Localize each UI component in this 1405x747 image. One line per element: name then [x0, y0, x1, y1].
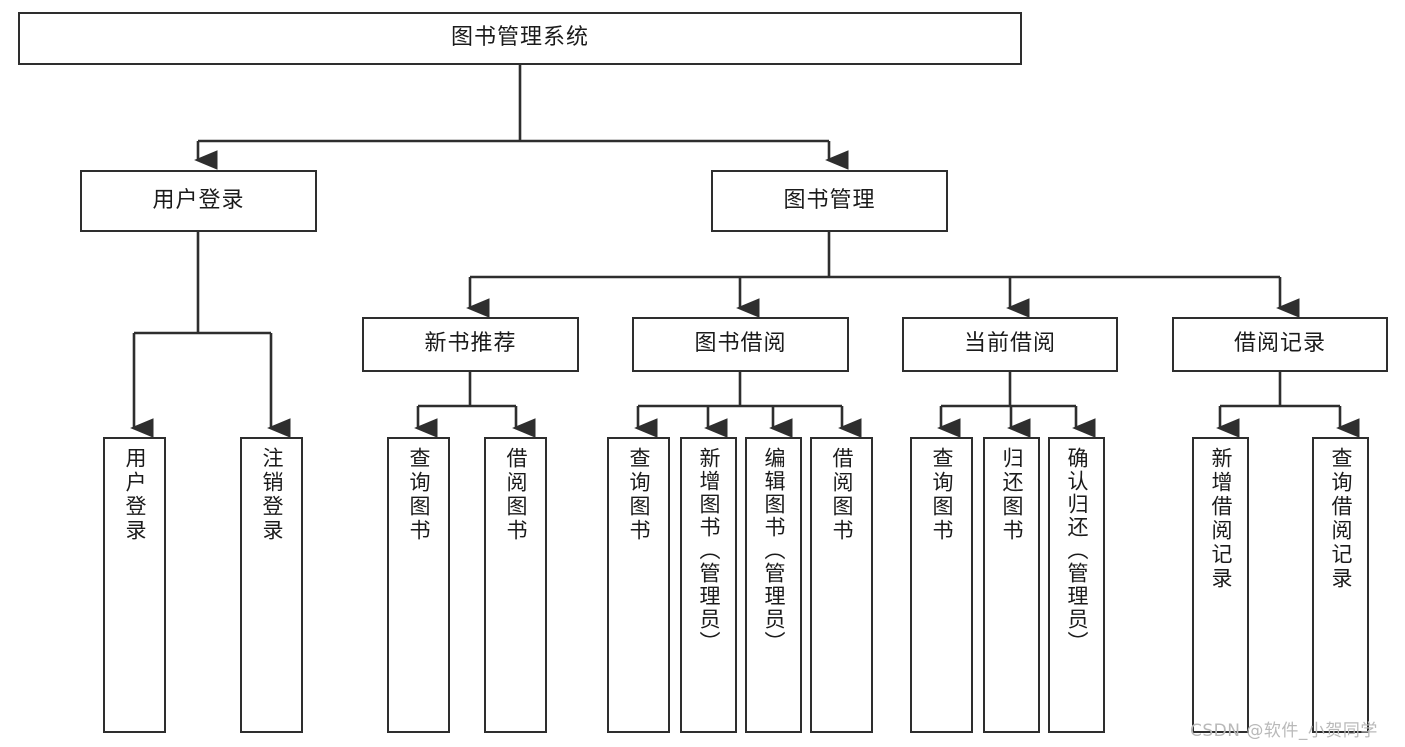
- node-label: 查询借阅记录: [1328, 447, 1353, 591]
- node-label: 新增借阅记录: [1208, 447, 1233, 591]
- node-book-management-group[interactable]: 图书管理: [711, 170, 948, 232]
- node-label: 当前借阅: [963, 331, 1056, 357]
- leaf-query-book-current[interactable]: 查询图书: [910, 437, 973, 733]
- leaf-borrow-book-recommend[interactable]: 借阅图书: [484, 437, 547, 733]
- node-current-borrow[interactable]: 当前借阅: [902, 317, 1118, 372]
- node-label: 查询图书: [929, 447, 954, 543]
- leaf-query-borrow-record[interactable]: 查询借阅记录: [1312, 437, 1369, 733]
- leaf-query-book-borrow[interactable]: 查询图书: [607, 437, 670, 733]
- leaf-confirm-return-admin[interactable]: 确认归还（管理员）: [1048, 437, 1105, 733]
- node-label: 借阅图书: [829, 447, 854, 543]
- node-label: 查询图书: [626, 447, 651, 543]
- node-book-borrow[interactable]: 图书借阅: [632, 317, 849, 372]
- node-label: 图书借阅: [694, 331, 787, 357]
- node-label: 用户登录: [122, 447, 147, 543]
- node-label: 编辑图书（管理员）: [761, 447, 786, 654]
- node-label: 图书管理系统: [450, 25, 589, 51]
- node-label: 查询图书: [406, 447, 431, 543]
- node-user-login-group[interactable]: 用户登录: [80, 170, 317, 232]
- node-new-book-recommend[interactable]: 新书推荐: [362, 317, 579, 372]
- leaf-edit-book-admin[interactable]: 编辑图书（管理员）: [745, 437, 802, 733]
- leaf-add-book-admin[interactable]: 新增图书（管理员）: [680, 437, 737, 733]
- node-label: 借阅记录: [1233, 331, 1326, 357]
- node-root[interactable]: 图书管理系统: [18, 12, 1022, 65]
- node-label: 用户登录: [152, 187, 245, 213]
- node-label: 借阅图书: [503, 447, 528, 543]
- leaf-add-borrow-record[interactable]: 新增借阅记录: [1192, 437, 1249, 733]
- node-label: 确认归还（管理员）: [1064, 447, 1089, 654]
- leaf-borrow-book[interactable]: 借阅图书: [810, 437, 873, 733]
- leaf-user-login[interactable]: 用户登录: [103, 437, 166, 733]
- node-label: 新书推荐: [424, 331, 517, 357]
- node-borrow-record[interactable]: 借阅记录: [1172, 317, 1388, 372]
- node-label: 图书管理: [783, 187, 876, 213]
- node-label: 注销登录: [259, 447, 284, 543]
- node-label: 归还图书: [999, 447, 1024, 543]
- node-label: 新增图书（管理员）: [696, 447, 721, 654]
- leaf-logout[interactable]: 注销登录: [240, 437, 303, 733]
- leaf-return-book[interactable]: 归还图书: [983, 437, 1040, 733]
- leaf-query-book-recommend[interactable]: 查询图书: [387, 437, 450, 733]
- csdn-watermark: CSDN @软件_小贺同学: [1190, 721, 1378, 741]
